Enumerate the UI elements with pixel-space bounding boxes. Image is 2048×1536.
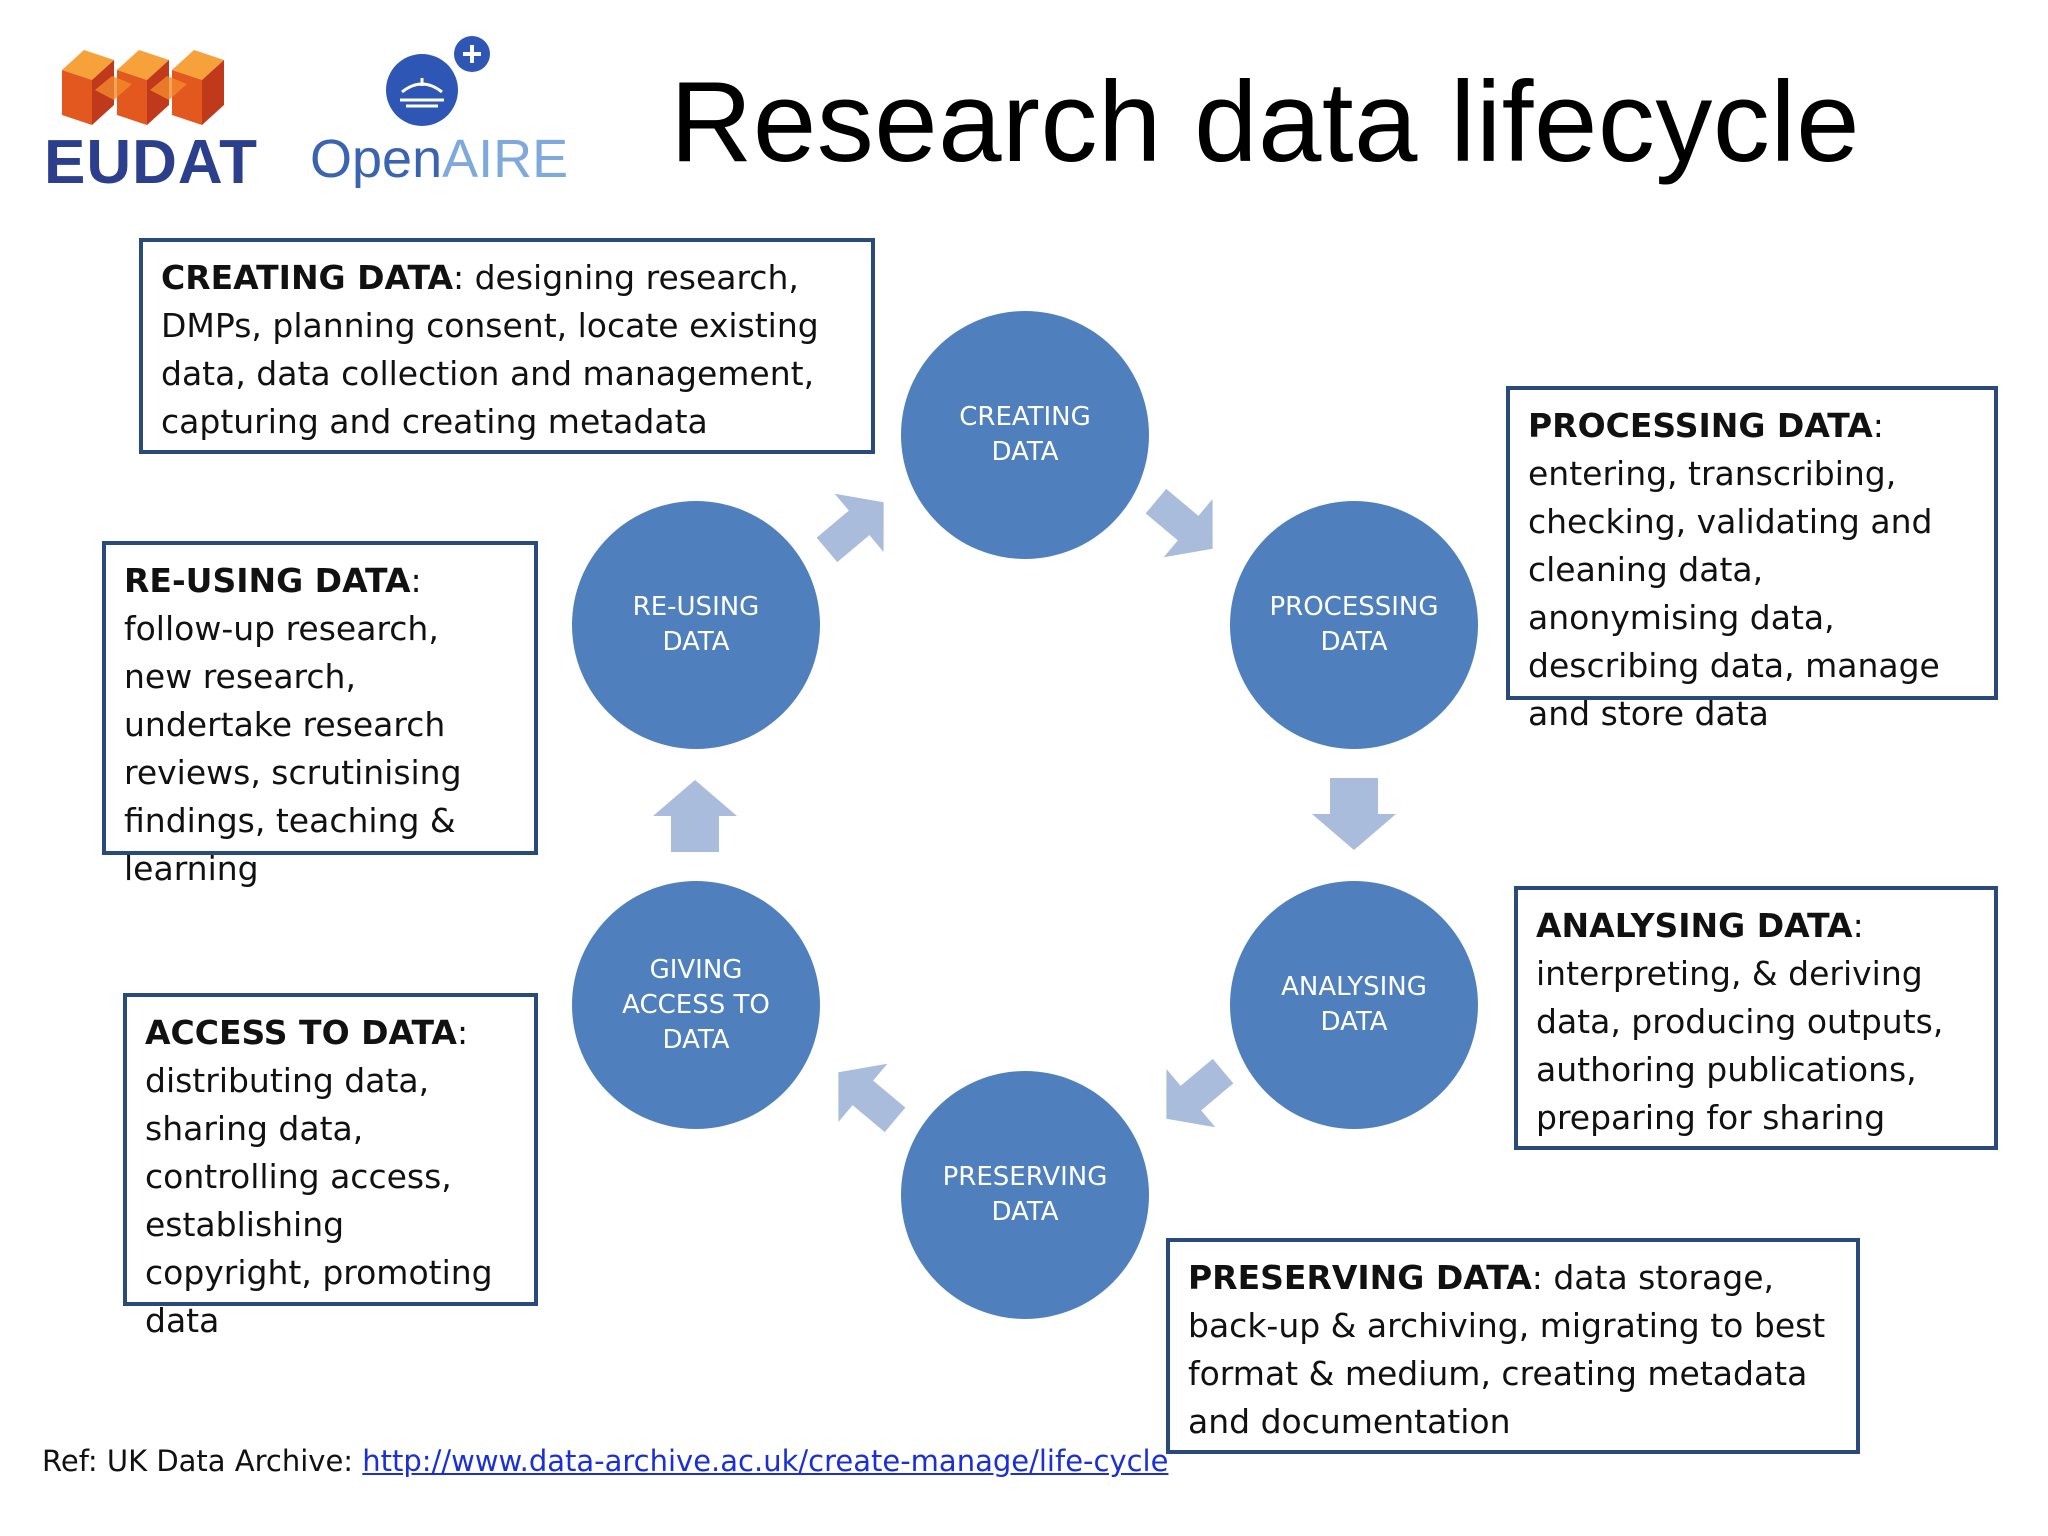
page-title: Research data lifecycle (670, 59, 1861, 186)
desc-text: : interpreting, & deriving data, produci… (1536, 906, 1944, 1137)
desc-heading: ACCESS TO DATA (145, 1013, 457, 1052)
arrow-preserving-to-access (838, 1063, 906, 1133)
stage-preserving: PRESERVING DATA (901, 1071, 1149, 1319)
desc-heading: CREATING DATA (161, 258, 453, 297)
eudat-wordmark: EUDAT (44, 128, 258, 197)
desc-heading: PRESERVING DATA (1188, 1258, 1532, 1297)
openaire-logo: OpenAIRE (306, 30, 568, 190)
arrow-creating-to-processing (1145, 488, 1213, 558)
desc-heading: PROCESSING DATA (1528, 406, 1873, 445)
desc-text: : designing research, DMPs, planning con… (161, 258, 819, 441)
arrow-processing-to-analysing (1312, 778, 1396, 850)
desc-text: : data storage, back-up & archiving, mig… (1188, 1258, 1826, 1441)
arrow-analysing-to-preserving (1166, 1058, 1234, 1128)
reference-link[interactable]: http://www.data-archive.ac.uk/create-man… (362, 1444, 1169, 1478)
openaire-open: Open (310, 129, 443, 189)
desc-analysing: ANALYSING DATA: interpreting, & deriving… (1514, 886, 1998, 1150)
stage-processing: PROCESSING DATA (1230, 501, 1478, 749)
stage-giving-access: GIVING ACCESS TO DATA (572, 881, 820, 1129)
openaire-wordmark: OpenAIRE (310, 132, 568, 186)
openaire-mark-icon (386, 36, 490, 126)
desc-text: : follow-up research, new research, unde… (124, 561, 462, 888)
reference-line: Ref: UK Data Archive: http://www.data-ar… (42, 1444, 1168, 1478)
desc-processing: PROCESSING DATA: entering, transcribing,… (1506, 386, 1998, 733)
desc-reusing: RE-USING DATA: follow-up research, new r… (102, 541, 538, 888)
desc-heading: RE-USING DATA (124, 561, 411, 600)
desc-text: : distributing data, sharing data, contr… (145, 1013, 493, 1340)
desc-creating: CREATING DATA: designing research, DMPs,… (139, 238, 875, 454)
desc-preserving: PRESERVING DATA: data storage, back-up &… (1166, 1238, 1860, 1454)
eudat-cubes-icon (62, 50, 224, 125)
desc-access: ACCESS TO DATA: distributing data, shari… (123, 993, 538, 1340)
stage-creating: CREATING DATA (901, 311, 1149, 559)
arrow-access-to-reusing (653, 780, 737, 852)
stage-analysing: ANALYSING DATA (1230, 881, 1478, 1129)
reference-prefix: Ref: UK Data Archive: (42, 1444, 363, 1478)
openaire-aire: AIRE (442, 129, 569, 189)
eudat-logo: EUDAT (44, 40, 284, 194)
desc-text: : entering, transcribing, checking, vali… (1528, 406, 1940, 733)
stage-reusing: RE-USING DATA (572, 501, 820, 749)
desc-heading: ANALYSING DATA (1536, 906, 1853, 945)
arrow-reusing-to-creating (816, 493, 884, 563)
